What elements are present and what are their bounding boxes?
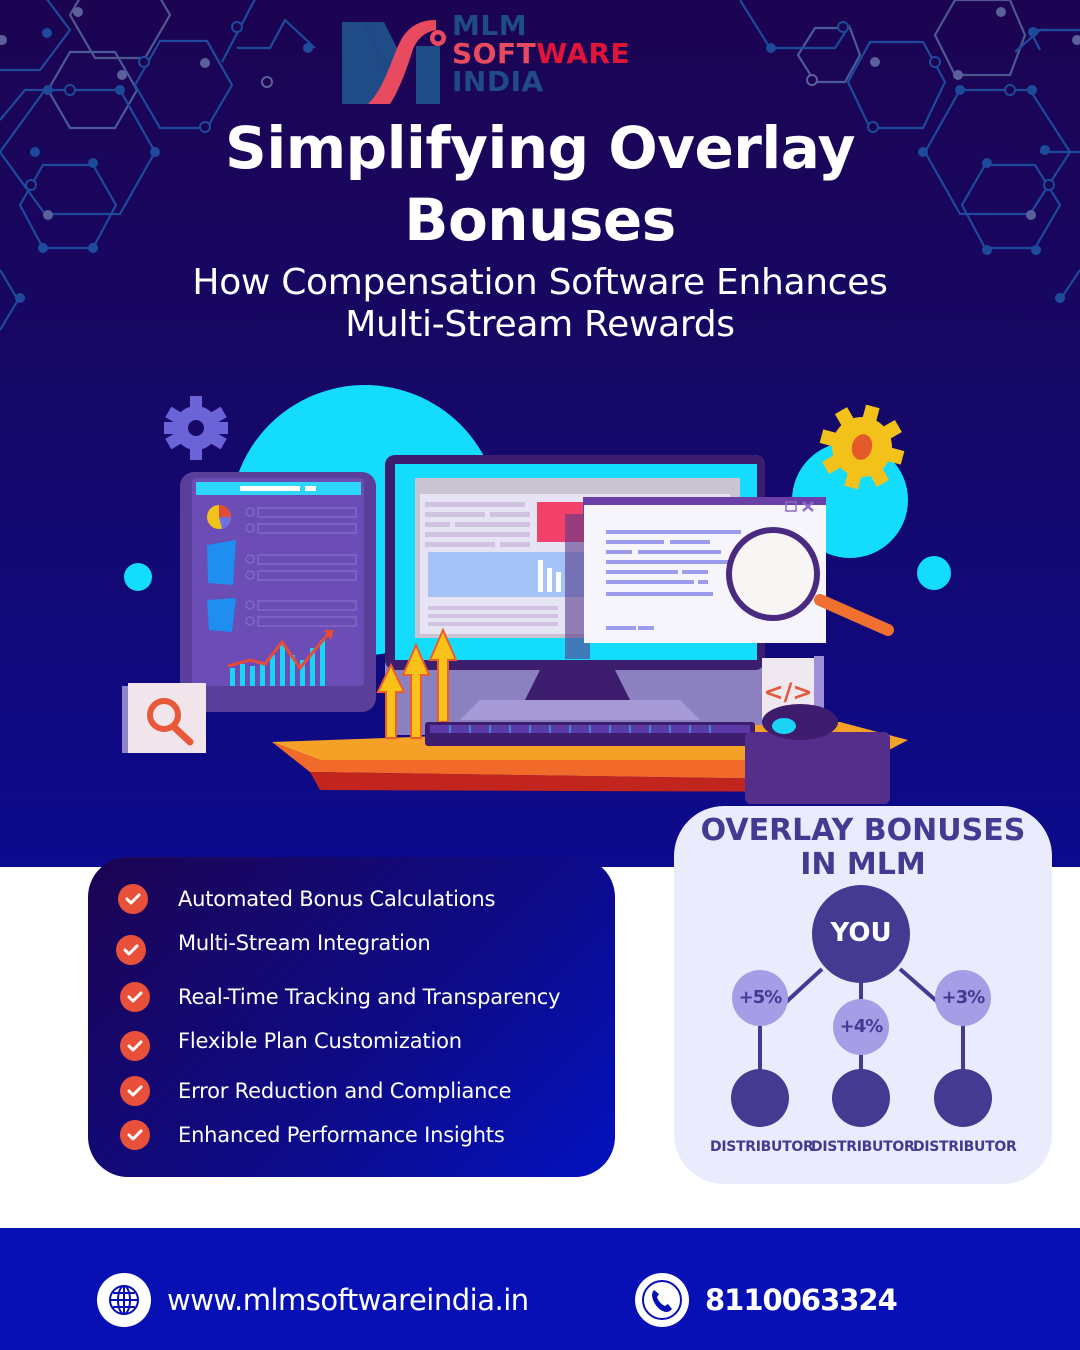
bar-chart-icon: [230, 640, 325, 686]
close-icon: [802, 501, 814, 512]
logo-line-india: INDIA: [452, 65, 544, 98]
magnifier-icon: [147, 698, 181, 732]
title-line-2: Bonuses: [404, 186, 676, 254]
feature-label: Multi-Stream Integration: [178, 931, 431, 955]
brand-logo[interactable]: MLM SOFTWARE INDIA: [340, 12, 670, 104]
bonus-node: [935, 970, 991, 1026]
check-circle-icon: [120, 1031, 150, 1061]
feature-label: Automated Bonus Calculations: [178, 887, 496, 911]
overlay-bonuses-card: OVERLAY BONUSES IN MLM YOU +5% +4% +3% D…: [674, 806, 1052, 1184]
overlay-title-line-2: IN MLM: [800, 847, 926, 882]
website-link[interactable]: www.mlmsoftwareindia.in: [97, 1273, 529, 1327]
title-line-1: Simplifying Overlay: [225, 114, 855, 182]
keyboard: [425, 722, 755, 746]
overlay-tree-diagram: [731, 885, 992, 1127]
magnifier-card: [122, 683, 206, 753]
code-icon: </>: [764, 678, 813, 706]
feature-label: Real-Time Tracking and Transparency: [178, 985, 561, 1009]
logo-line-ware: WARE: [536, 37, 631, 70]
hex-network-decoration: [740, 0, 1080, 303]
subtitle-line-1: How Compensation Software Enhances: [192, 262, 888, 303]
hero-illustration: </>: [122, 385, 951, 804]
mouse: [745, 704, 890, 804]
bonus-node: [833, 999, 889, 1055]
logo-line-soft: SOFT: [452, 37, 537, 70]
code-card: </>: [762, 656, 824, 720]
feature-label: Flexible Plan Customization: [178, 1029, 462, 1053]
bonus-node: [732, 970, 788, 1026]
bonus-label: +4%: [839, 1016, 884, 1037]
hero-section: MLM SOFTWARE INDIA Simplifying Overlay B…: [0, 0, 1080, 867]
you-label: YOU: [830, 918, 892, 948]
page-subtitle: How Compensation Software Enhances Multi…: [0, 262, 1080, 346]
hex-network-decoration: [0, 0, 316, 331]
bonus-label: +3%: [941, 987, 986, 1008]
subtitle-line-2: Multi-Stream Rewards: [345, 304, 735, 345]
check-circle-icon: [120, 1076, 150, 1106]
logo-wordmark: MLM SOFTWARE INDIA: [452, 12, 630, 96]
globe-icon: [97, 1273, 151, 1327]
distributor-label: DISTRIBUTOR: [710, 1139, 814, 1155]
check-circle-icon: [120, 982, 150, 1012]
page-title: Simplifying Overlay Bonuses: [0, 112, 1080, 256]
tablet-dashboard: [180, 472, 376, 712]
distributor-label: DISTRIBUTOR: [811, 1139, 915, 1155]
distributor-node: [731, 1069, 789, 1127]
overlay-title: OVERLAY BONUSES IN MLM: [674, 814, 1052, 882]
features-card: Automated Bonus Calculations Multi-Strea…: [88, 857, 615, 1177]
distributor-label: DISTRIBUTOR: [913, 1139, 1017, 1155]
phone-icon: [635, 1273, 689, 1327]
gear-icon: [819, 404, 905, 490]
website-text[interactable]: www.mlmsoftwareindia.in: [167, 1283, 529, 1317]
logo-mark-icon: [342, 20, 446, 104]
check-circle-icon: [120, 1120, 150, 1150]
overlay-title-line-1: OVERLAY BONUSES: [700, 813, 1026, 848]
check-circle-icon: [116, 935, 146, 965]
check-circle-icon: [118, 884, 148, 914]
growth-arrows-icon: [376, 627, 458, 739]
gear-icon: [164, 396, 228, 460]
feature-label: Enhanced Performance Insights: [178, 1123, 505, 1147]
distributor-node: [832, 1069, 890, 1127]
phone-text[interactable]: 8110063324: [705, 1283, 898, 1317]
footer-contact-bar: www.mlmsoftwareindia.in 8110063324: [0, 1228, 1080, 1350]
bonus-label: +5%: [738, 987, 783, 1008]
you-node: [812, 885, 910, 983]
magnifier-icon: [726, 527, 894, 636]
phone-link[interactable]: 8110063324: [635, 1273, 898, 1327]
distributor-node: [934, 1069, 992, 1127]
logo-line-mlm: MLM: [452, 9, 528, 42]
feature-label: Error Reduction and Compliance: [178, 1079, 512, 1103]
maximize-icon: [785, 501, 797, 512]
